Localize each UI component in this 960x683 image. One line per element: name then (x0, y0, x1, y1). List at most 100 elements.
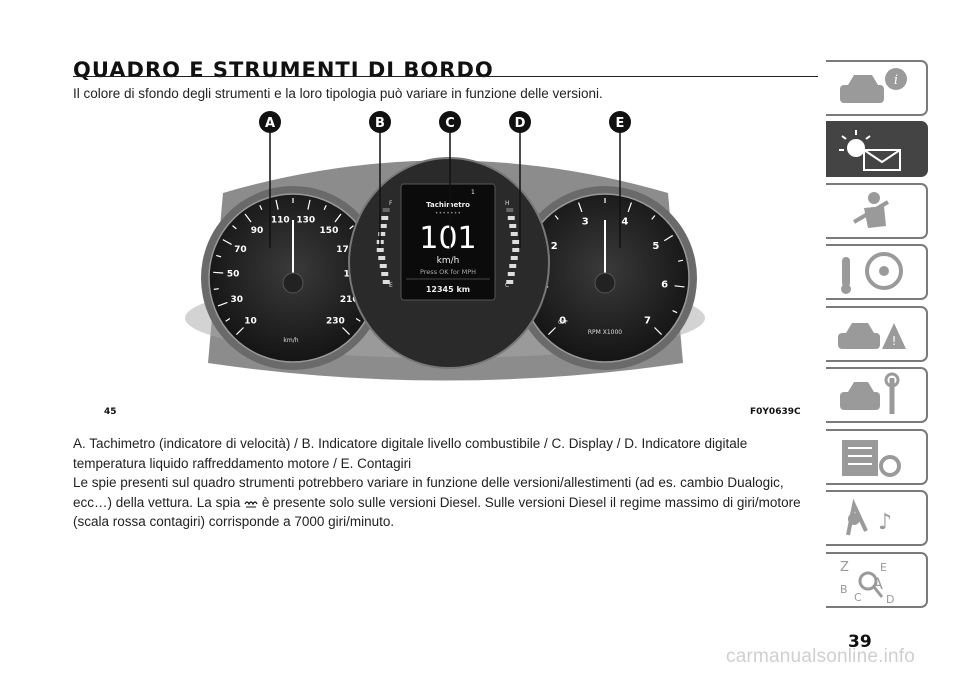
fuel-gauge-segment (376, 248, 384, 252)
starting-driving-icon (841, 252, 903, 294)
speedometer-tick-label: 170 (336, 245, 355, 255)
temp-gauge-segment (509, 264, 517, 268)
speedometer-tick-label: 70 (234, 245, 247, 255)
svg-text:D: D (886, 593, 894, 605)
temp-gauge-segment (506, 280, 514, 284)
svg-text:C: C (854, 591, 862, 604)
tab-car-info[interactable]: i (826, 60, 928, 116)
svg-text:B: B (840, 583, 848, 596)
tachometer-tick-label: 6 (661, 280, 668, 291)
callout-label: A (265, 116, 275, 131)
center-display (400, 183, 496, 301)
speedometer-tick (217, 301, 228, 307)
speedometer-tick (232, 225, 237, 230)
callout-marker (509, 111, 531, 133)
speedometer-tick-label: 230 (326, 316, 345, 326)
multimedia-icon: ♪ (846, 498, 892, 536)
tachometer-tick (663, 234, 674, 242)
tachometer-tick (578, 202, 583, 213)
display-menu-label: Tachimetro (426, 201, 470, 209)
section-subtitle: Il colore di sfondo degli strumenti e la… (73, 86, 603, 101)
page-title: QUADRO E STRUMENTI DI BORDO (73, 58, 494, 82)
page-number: 39 (848, 632, 872, 652)
tab-maintenance[interactable] (826, 367, 928, 423)
fuel-gauge-segment (378, 232, 386, 236)
technical-data-icon (842, 440, 901, 477)
figure-code: F0Y0639C (750, 407, 801, 417)
note-paragraph: Le spie presenti sul quadro strumenti po… (73, 473, 815, 532)
emergency-icon: ! (838, 323, 906, 349)
tachometer-tick-label: 3 (582, 216, 589, 227)
tachometer-tick (677, 259, 684, 262)
tachometer-tick (651, 215, 656, 220)
speedometer-tick (244, 213, 252, 223)
display-speed: 101 (419, 221, 476, 256)
fuel-gauge-segment (382, 208, 390, 212)
tab-starting-driving[interactable] (826, 244, 928, 300)
tab-multimedia[interactable]: ♪ (826, 490, 928, 546)
fuel-gauge-segment (378, 256, 386, 260)
figure-number: 45 (104, 407, 117, 417)
speedometer-tick (216, 254, 222, 258)
tachometer-tick-label: 5 (652, 241, 659, 252)
tachometer-tick (654, 327, 662, 335)
fuel-empty-label: E (389, 282, 393, 289)
speedometer-tick (213, 288, 219, 290)
speedometer-tick (355, 318, 361, 322)
tachometer-tick-label: 2 (551, 241, 558, 252)
callout-marker (439, 111, 461, 133)
speedometer-tick-label: 30 (231, 295, 244, 305)
fuel-gauge-segment (379, 224, 387, 228)
display-dots: • • • • • • • (436, 211, 461, 217)
speedometer-tick-label: 10 (244, 316, 257, 326)
temp-gauge-segment (510, 232, 518, 236)
callout-label: B (375, 116, 385, 131)
speedometer-tick (307, 199, 311, 210)
temp-cold-label: C (505, 282, 509, 289)
tab-technical-data[interactable] (826, 429, 928, 485)
figure-callouts: A B C D E (259, 111, 631, 248)
tachometer-tick (548, 327, 556, 335)
callout-marker (609, 111, 631, 133)
glow-plug-icon (244, 500, 258, 507)
svg-text:!: ! (892, 334, 897, 348)
svg-text:E: E (880, 561, 887, 574)
tachometer-tick (627, 202, 632, 213)
speedometer-tick-label: 210 (340, 295, 359, 305)
callout-label: D (515, 116, 526, 131)
tab-emergency[interactable]: ! (826, 306, 928, 362)
temp-gauge-segment (512, 240, 520, 244)
callout-label: C (445, 116, 455, 131)
tachometer-tick-label: 7 (644, 315, 651, 326)
callout-marker (369, 111, 391, 133)
speedometer-tick (225, 318, 231, 322)
speedometer-tick (213, 271, 224, 274)
speedometer-tick (275, 199, 279, 210)
svg-text:♪: ♪ (878, 510, 892, 535)
fuel-gauge-segment (379, 264, 387, 268)
temp-hot-label: H (505, 200, 510, 207)
svg-text:A: A (872, 574, 883, 593)
tachometer-tick (674, 285, 685, 288)
temp-gauge-segment (510, 256, 518, 260)
car-info-icon: i (840, 68, 907, 103)
display-page: 1 (471, 189, 475, 196)
watermark: carmanualsonline.info (726, 646, 916, 667)
tab-safety[interactable] (826, 183, 928, 239)
tab-warning-lights[interactable] (826, 121, 928, 177)
display-hint: Press OK for MPH (420, 268, 476, 276)
speedometer-unit: km/h (283, 337, 298, 344)
fuel-full-label: F (389, 200, 393, 207)
maintenance-icon (840, 372, 900, 414)
svg-text:Z: Z (840, 560, 849, 575)
speedometer-tick-label: 50 (227, 270, 240, 280)
title-divider (73, 76, 818, 77)
tachometer-unit: RPM X1000 (588, 329, 622, 336)
callout-label: E (616, 116, 625, 131)
speedometer-tick (334, 213, 342, 223)
tachometer-off-label: OFF (558, 320, 568, 326)
speedometer-labels: 1030507090110130150170190210230 (227, 215, 362, 326)
tachometer-tick-label: 0 (559, 315, 566, 326)
legend-paragraph: A. Tachimetro (indicatore di velocità) /… (73, 436, 748, 471)
